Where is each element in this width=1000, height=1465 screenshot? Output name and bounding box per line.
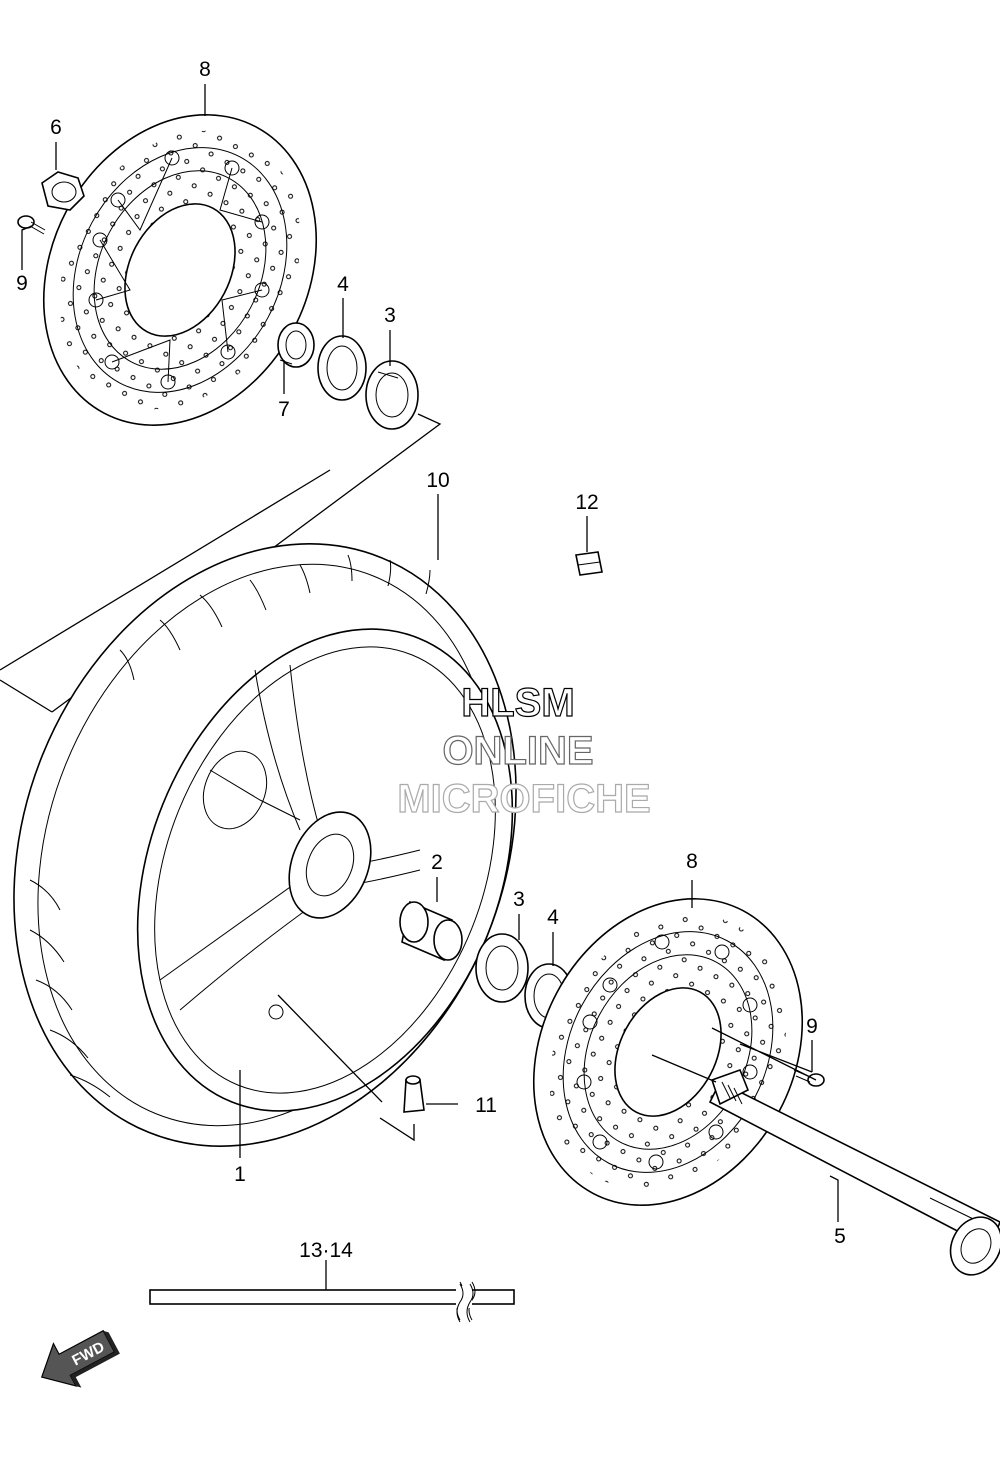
bolt-part-9-lower [793, 1069, 825, 1087]
watermark: HLSM ONLINE MICROFICHE [397, 680, 652, 821]
callout-4-upper: 4 [337, 273, 349, 296]
callout-11: 11 [475, 1094, 497, 1117]
brake-disc-upper [42, 114, 318, 426]
decal-part-13-14: RR [149, 1281, 515, 1323]
callout-13-14: 13·14 [299, 1239, 353, 1262]
watermark-line-2: ONLINE [442, 729, 593, 773]
callout-3-lower: 3 [513, 888, 525, 911]
bearing-part-3-lower [475, 933, 529, 1003]
spacer-part-7 [277, 322, 315, 368]
callout-2: 2 [431, 851, 443, 874]
watermark-line-1: HLSM [461, 681, 574, 725]
callout-4-lower: 4 [547, 906, 559, 929]
valve-part-11 [403, 1075, 425, 1113]
callout-6: 6 [50, 116, 62, 139]
callout-10: 10 [426, 469, 449, 492]
brake-disc-lower [532, 898, 804, 1206]
callout-5: 5 [834, 1225, 846, 1248]
callout-3-upper: 3 [384, 304, 396, 327]
oil-seal-part-4-upper [317, 335, 367, 401]
collar-part-2 [399, 900, 463, 962]
callout-8-upper: 8 [199, 58, 211, 81]
fwd-arrow-icon: FWD [40, 1329, 120, 1388]
leader-lines [21, 84, 839, 1290]
callout-9-lower: 9 [806, 1015, 818, 1038]
balance-weight-part-12 [575, 551, 603, 576]
callout-9-upper: 9 [16, 272, 28, 295]
callout-12: 12 [575, 491, 598, 514]
axle-part-5 [708, 1068, 1000, 1276]
bearing-part-3-upper [365, 360, 419, 430]
wheel-part-1 [136, 628, 514, 1112]
callout-8-lower: 8 [686, 850, 698, 873]
nut-part-6 [41, 171, 85, 211]
callout-1: 1 [234, 1163, 246, 1186]
watermark-line-3: MICROFICHE [397, 777, 650, 821]
callout-7: 7 [278, 398, 290, 421]
callout-labels: 8 6 9 4 3 7 10 12 2 3 4 8 9 11 1 5 13·14 [16, 58, 846, 1262]
